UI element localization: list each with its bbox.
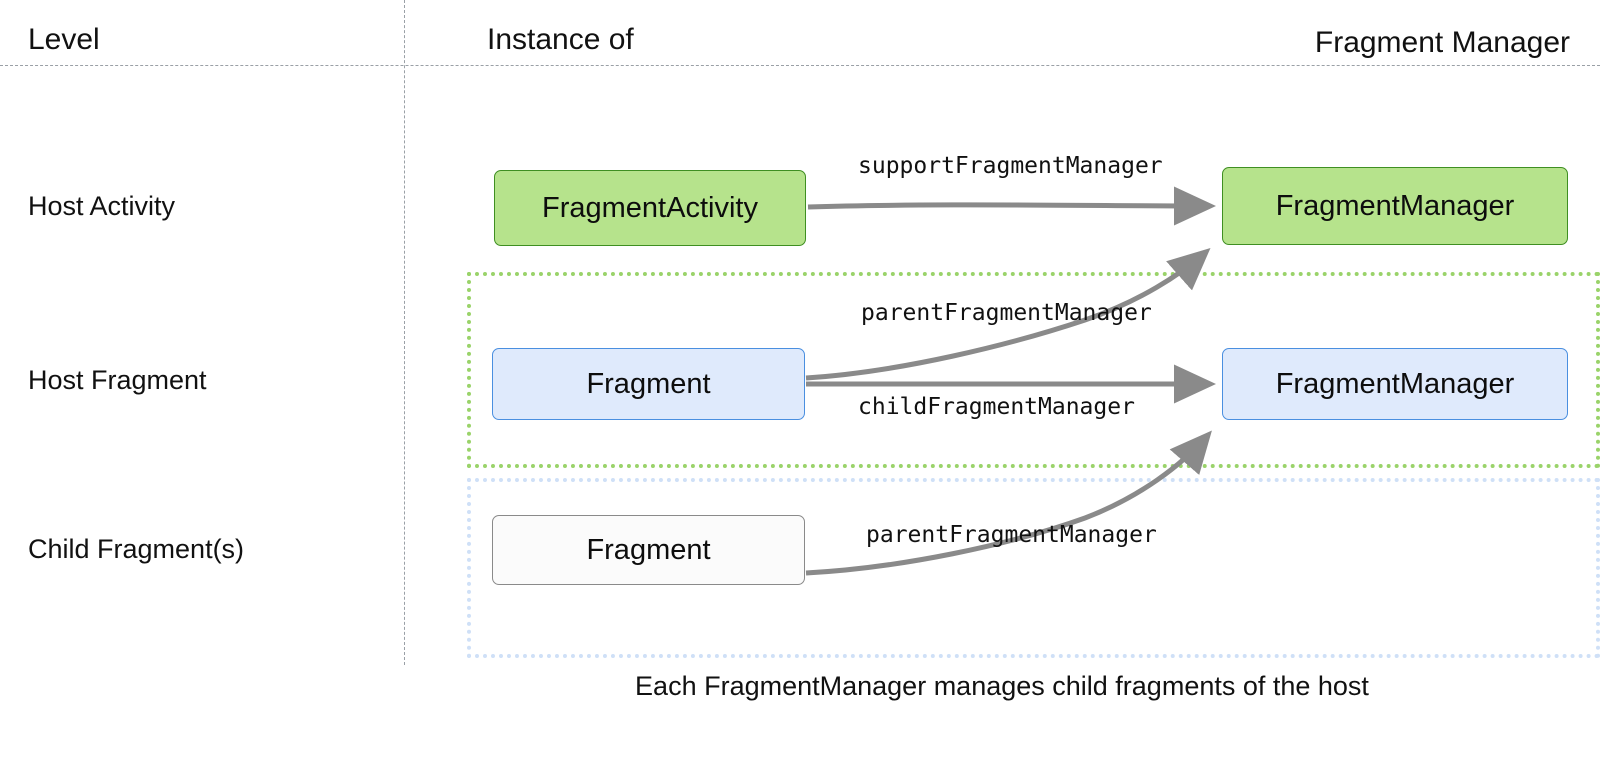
edge-label-parent-fragment-manager-host: parentFragmentManager bbox=[861, 300, 1152, 326]
column-header-level: Level bbox=[28, 23, 100, 56]
node-fragment-activity-label: FragmentActivity bbox=[542, 191, 758, 224]
node-fragment-child-label: Fragment bbox=[586, 533, 711, 566]
column-header-instance-of: Instance of bbox=[487, 23, 634, 56]
diagram-caption: Each FragmentManager manages child fragm… bbox=[635, 671, 1369, 701]
node-fragment-activity[interactable]: FragmentActivity bbox=[494, 170, 806, 246]
row-label-host-activity: Host Activity bbox=[28, 191, 176, 221]
row-label-child-fragment: Child Fragment(s) bbox=[28, 534, 245, 564]
edge-label-support-fragment-manager: supportFragmentManager bbox=[858, 153, 1163, 179]
node-fragment-child[interactable]: Fragment bbox=[492, 515, 805, 585]
node-fragment-manager-activity-label: FragmentManager bbox=[1275, 189, 1515, 222]
row-label-host-fragment: Host Fragment bbox=[28, 365, 207, 395]
node-fragment-manager-host-label: FragmentManager bbox=[1275, 367, 1515, 400]
node-fragment-manager-activity[interactable]: FragmentManager bbox=[1222, 167, 1568, 245]
node-fragment-manager-host[interactable]: FragmentManager bbox=[1222, 348, 1568, 420]
header-divider-line bbox=[0, 65, 1600, 66]
edge-label-parent-fragment-manager-child: parentFragmentManager bbox=[866, 522, 1157, 548]
column-divider-line bbox=[404, 0, 405, 665]
column-header-fragment-manager: Fragment Manager bbox=[1314, 26, 1570, 59]
edge-label-child-fragment-manager: childFragmentManager bbox=[858, 394, 1135, 420]
arrow-support-fragment-manager bbox=[807, 186, 1217, 226]
node-fragment-host[interactable]: Fragment bbox=[492, 348, 805, 420]
node-fragment-host-label: Fragment bbox=[586, 367, 711, 400]
